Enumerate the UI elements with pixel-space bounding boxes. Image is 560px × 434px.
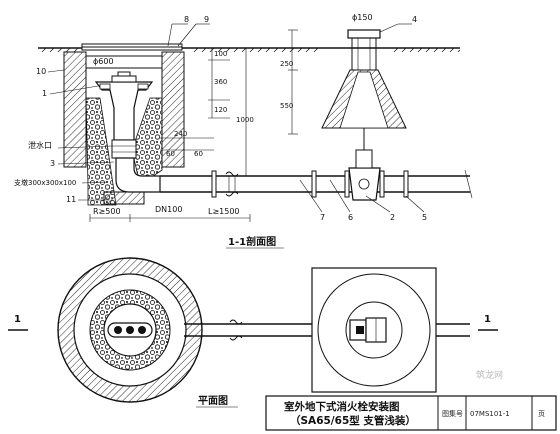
pier-block	[103, 191, 145, 205]
label-h360: 360	[214, 78, 227, 86]
callout-11: 11	[66, 195, 76, 204]
title-block-frame	[265, 395, 557, 431]
cut-label-left: 1	[14, 314, 21, 325]
label-w60b: 60	[194, 150, 203, 158]
callout-5: 5	[422, 213, 427, 222]
gate-valve	[348, 119, 381, 201]
label-h100: 100	[214, 50, 227, 58]
title-line2: （SA65/65型 支管浅装）	[290, 414, 416, 427]
valve-box-cap	[347, 29, 381, 39]
ground-soil-mid	[190, 48, 320, 52]
plan-title: 平面图	[198, 395, 228, 407]
label-h120: 120	[214, 106, 227, 114]
plan-cone-inner	[345, 301, 403, 359]
callout-pier: 支墩300x300x100	[14, 178, 76, 187]
callout-drain: 泄水口	[28, 140, 52, 150]
well-neck-ring	[85, 55, 163, 69]
callout-9: 9	[204, 15, 209, 24]
title-block: 平面图 室外地下式消火栓安装图 （SA65/65型 支管浅装） 图集号 07MS…	[196, 369, 557, 431]
title-line1: 室外地下式消火栓安装图	[284, 400, 400, 413]
cut-label-right: 1	[484, 314, 491, 325]
callout-8: 8	[184, 15, 189, 24]
callout-4: 4	[412, 15, 417, 24]
callout-7: 7	[320, 213, 325, 222]
hydrant-body	[94, 71, 154, 159]
ground-soil-left	[38, 48, 78, 52]
callout-2: 2	[390, 213, 395, 222]
well-wall-left	[63, 51, 87, 168]
plan-cone-outer	[317, 273, 431, 387]
watermark: 筑龙网	[476, 369, 503, 381]
page-label: 页	[538, 410, 545, 418]
callout-3: 3	[50, 159, 55, 168]
dim-heights	[208, 29, 298, 177]
label-h250: 250	[280, 60, 293, 68]
label-h550: 550	[280, 102, 293, 110]
branch-pipe	[160, 169, 473, 199]
label-l1500: L≥1500	[208, 207, 240, 216]
gravel-fill-left	[85, 97, 117, 206]
plan-view: 1 1	[8, 257, 498, 403]
label-w60a: 60	[166, 150, 175, 158]
label-h1000: 1000	[236, 116, 254, 124]
label-w240: 240	[174, 130, 187, 138]
label-dn100: DN100	[155, 205, 182, 214]
callout-6: 6	[348, 213, 353, 222]
leader-lines	[47, 23, 425, 213]
callout-1: 1	[42, 89, 47, 98]
dim-horizontal	[89, 137, 251, 222]
label-d600: ϕ600	[93, 57, 114, 66]
label-r500: R≥500	[93, 207, 121, 216]
section-title: 1-1剖面图	[228, 235, 276, 248]
ground-soil-right	[390, 48, 460, 52]
callout-10: 10	[36, 67, 46, 76]
section-view: ϕ600 ϕ150 100 360 120 250 550 1000 240 6…	[14, 13, 473, 249]
label-d150: ϕ150	[352, 13, 373, 22]
atlas-label: 图集号	[442, 409, 463, 418]
atlas-number: 07MS101-1	[470, 410, 510, 418]
